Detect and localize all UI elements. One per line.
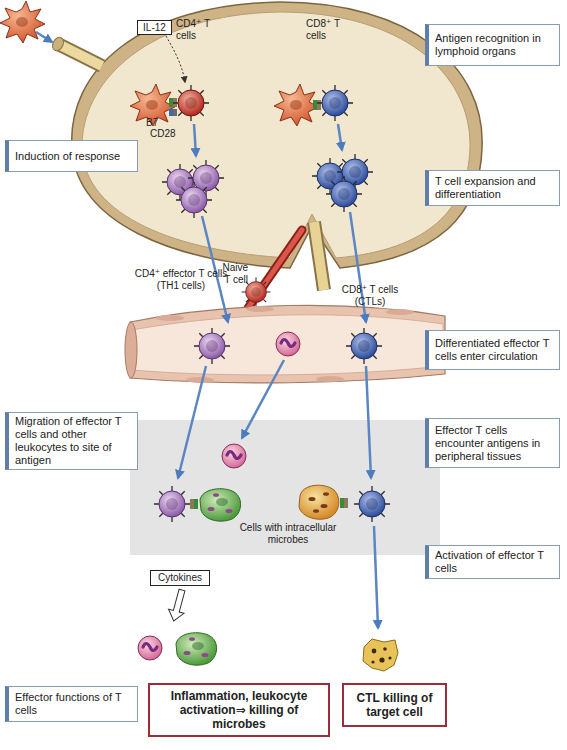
infected-cell: [299, 485, 339, 519]
ctl-cell: [326, 176, 362, 212]
killing-arrow: [374, 526, 378, 628]
node-text: Migration of effector T cells and other …: [15, 415, 131, 467]
node-text: Induction of response: [15, 150, 131, 163]
activated-macrophage: [176, 633, 217, 665]
cell-label: Naive T cell: [214, 262, 248, 286]
node-text: T cell expansion and differentiation: [435, 175, 553, 201]
stage-label-box: T cell expansion and differentiation: [425, 170, 560, 206]
node-text: Effector functions of T cells: [15, 691, 131, 717]
dead-target-cell: [363, 639, 398, 671]
il12-arrow: [166, 36, 185, 82]
cell-label: CD4⁺ T cells: [176, 18, 220, 42]
outcome-box: Inflammation, leukocyte activation⇒ kill…: [148, 683, 330, 737]
cell-label: CD28: [150, 128, 180, 140]
migration-arrow: [36, 32, 52, 42]
cytokine-box: Cytokines: [150, 570, 210, 586]
cd4-t-cell: [173, 85, 209, 121]
node-text: CTL killing of target cell: [350, 691, 439, 719]
neutrophil: [276, 332, 300, 356]
activated-neutrophil: [138, 636, 162, 660]
peripheral-tissue-panel: [130, 420, 440, 555]
node-text: Activation of effector T cells: [435, 549, 553, 575]
neutrophil: [222, 444, 246, 468]
migration-arrow: [178, 366, 206, 478]
cell-label: B7: [146, 117, 166, 129]
node-text: Differentiated effector T cells enter ci…: [435, 337, 553, 363]
stage-label-box: Migration of effector T cells and other …: [5, 412, 138, 470]
mhc-molecule: [190, 499, 194, 509]
cell-label: CD8⁺ T cells: [306, 18, 350, 42]
stage-label-box: Differentiated effector T cells enter ci…: [425, 330, 560, 370]
dendritic-cell: [274, 84, 319, 126]
afferent-lymphatic: [58, 44, 102, 66]
ctl-cell: [346, 328, 382, 364]
dendritic-cell: [0, 1, 45, 43]
th1-cell: [154, 486, 190, 522]
endothelial-cell: [246, 306, 274, 312]
efferent-lymphatic: [314, 222, 324, 290]
cd28-molecule: [173, 109, 177, 116]
endothelial-cell: [156, 315, 184, 321]
cell-label: Cells with intracellular microbes: [232, 522, 344, 546]
blood-vessel-wall: [130, 305, 445, 383]
blood-vessel-end: [125, 322, 137, 378]
b7-molecule: [169, 109, 173, 116]
stage-label-box: Effector functions of T cells: [5, 686, 138, 722]
stage-label-box: Effector T cells encounter antigens in p…: [425, 418, 560, 468]
cytokine-box: IL-12: [137, 20, 172, 35]
node-text: Inflammation, leukocyte activation⇒ kill…: [156, 689, 322, 731]
afferent-lymphatic-lumen: [58, 44, 102, 66]
cell-label: CD8⁺ T cells (CTLs): [330, 284, 410, 308]
ctl-cell: [354, 486, 390, 522]
migration-arrow: [242, 360, 284, 438]
cell-label: CD4⁺ effector T cells (TH1 cells): [125, 268, 237, 292]
endothelial-cell: [386, 309, 414, 315]
node-text: Cytokines: [158, 572, 202, 584]
efferent-lymphatic-lumen: [314, 222, 324, 290]
tcr-molecule: [344, 498, 348, 508]
cytokine-arrow: [166, 588, 190, 623]
mhc-molecule: [313, 100, 317, 110]
lymph-node-capsule: [72, 2, 482, 268]
node-text: Antigen recognition in lymphoid organs: [435, 32, 553, 58]
lymph-node-cut-face: [82, 12, 470, 258]
mhc-molecule: [169, 98, 173, 107]
blood-vessel-lumen: [132, 315, 443, 375]
mhc-molecule: [340, 498, 344, 508]
node-text: IL-12: [143, 22, 166, 34]
effector-t-cell: [176, 182, 212, 218]
endothelial-cell: [316, 376, 344, 382]
outcome-box: CTL killing of target cell: [342, 683, 447, 727]
endothelial-cell: [186, 377, 214, 383]
tcr-molecule: [194, 499, 198, 509]
tcr-molecule: [317, 100, 321, 110]
node-text: Effector T cells encounter antigens in p…: [435, 424, 553, 463]
infected-macrophage: [200, 489, 241, 521]
stage-label-box: Antigen recognition in lymphoid organs: [425, 24, 560, 66]
stage-label-box: Activation of effector T cells: [425, 545, 560, 579]
migration-arrow: [366, 366, 371, 478]
stage-label-box: Induction of response: [5, 140, 138, 172]
lymphatic-opening: [50, 35, 65, 52]
expansion-arrow: [194, 124, 196, 156]
expansion-arrow: [338, 124, 342, 150]
cd8-t-cell: [317, 85, 353, 121]
effector-t-cell: [194, 328, 230, 364]
